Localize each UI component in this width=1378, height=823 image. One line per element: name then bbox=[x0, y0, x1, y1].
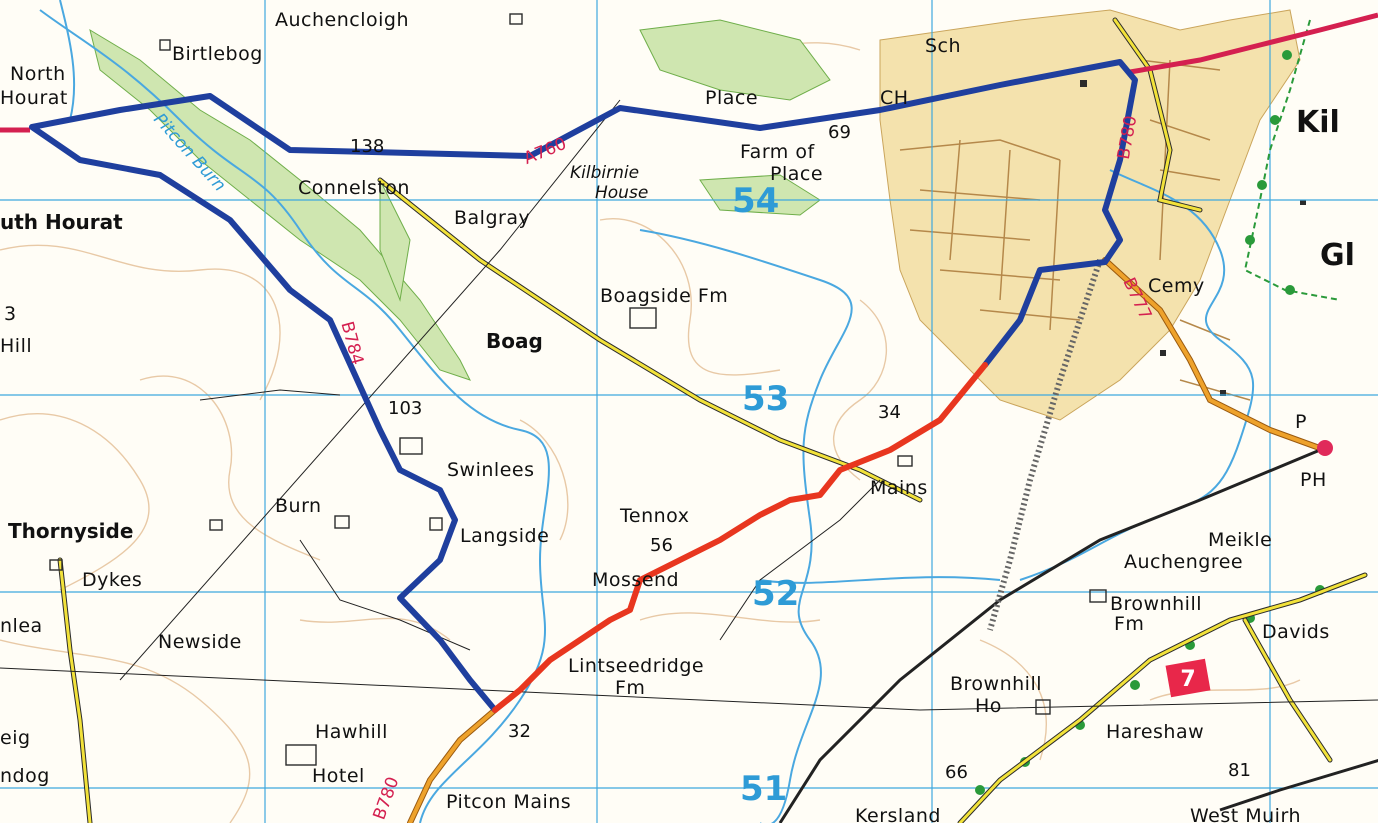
place-connelston: Connelston bbox=[298, 177, 410, 199]
place-balgray: Balgray bbox=[454, 207, 530, 229]
place-swinlees: Swinlees bbox=[447, 459, 534, 481]
place-south-hourat: uth Hourat bbox=[0, 210, 123, 234]
place-birtlebog: Birtlebog bbox=[172, 43, 263, 65]
place-north-hourat-1: North bbox=[10, 63, 66, 85]
place-boag: Boag bbox=[486, 329, 543, 353]
place-nlea: nlea bbox=[0, 615, 43, 637]
place-auchencloigh: Auchencloigh bbox=[275, 9, 409, 31]
spot-height-81: 81 bbox=[1228, 760, 1251, 781]
place-north-hourat-2: Hourat bbox=[0, 87, 68, 109]
place-lintseedridge-1: Lintseedridge bbox=[568, 655, 704, 677]
place-farm-of-place-1: Farm of bbox=[740, 141, 815, 163]
place-farm-of-place-2: Place bbox=[770, 163, 823, 185]
place-hill: Hill bbox=[0, 335, 32, 357]
place-ph: PH bbox=[1300, 469, 1327, 491]
place-meikle-2: Auchengree bbox=[1124, 551, 1243, 573]
place-west-muirh: West Muirh bbox=[1190, 805, 1301, 823]
place-brownhill-ho-2: Ho bbox=[975, 695, 1002, 717]
building-symbols bbox=[49, 13, 1107, 766]
railway bbox=[778, 259, 1378, 823]
place-kil: Kil bbox=[1296, 105, 1340, 140]
place-dykes: Dykes bbox=[82, 569, 142, 591]
place-sch: Sch bbox=[925, 35, 961, 57]
grid-number-53: 53 bbox=[742, 379, 789, 419]
route-badge-number: 7 bbox=[1180, 667, 1195, 692]
spot-heights: 138 69 103 34 56 32 66 81 bbox=[350, 122, 1251, 783]
grid-number-52: 52 bbox=[752, 574, 799, 614]
place-three: 3 bbox=[4, 303, 17, 325]
grid-number-54: 54 bbox=[732, 181, 779, 221]
place-gl: Gl bbox=[1320, 238, 1355, 273]
route-red bbox=[492, 362, 988, 713]
place-pitcon-mains: Pitcon Mains bbox=[446, 791, 571, 813]
place-thornyside: Thornyside bbox=[8, 519, 133, 543]
place-kilbirnie-house-1: Kilbirnie bbox=[570, 163, 639, 183]
place-newside: Newside bbox=[158, 631, 242, 653]
spot-height-66: 66 bbox=[945, 762, 968, 783]
place-langside: Langside bbox=[460, 525, 549, 547]
place-hotel: Hotel bbox=[312, 765, 365, 787]
a-road bbox=[0, 12, 1378, 133]
grid-number-51: 51 bbox=[740, 769, 787, 809]
place-burn: Burn bbox=[275, 495, 322, 517]
route-blue bbox=[29, 59, 1138, 713]
spot-height-32: 32 bbox=[508, 721, 531, 742]
b-roads-fill bbox=[408, 258, 1327, 823]
place-brownhill-fm-2: Fm bbox=[1114, 613, 1144, 635]
place-hareshaw: Hareshaw bbox=[1106, 721, 1204, 743]
place-cemy: Cemy bbox=[1148, 275, 1205, 297]
place-brownhill-fm-1: Brownhill bbox=[1110, 593, 1202, 615]
place-tennox: Tennox bbox=[619, 505, 689, 527]
spot-height-56: 56 bbox=[650, 535, 673, 556]
spot-height-34: 34 bbox=[878, 402, 901, 423]
place-kersland: Kersland bbox=[855, 805, 941, 823]
place-meikle-1: Meikle bbox=[1208, 529, 1272, 551]
place-ch: CH bbox=[880, 87, 909, 109]
route-badge: 7 bbox=[1165, 658, 1211, 698]
place-eig: eig bbox=[0, 727, 31, 749]
minor-roads-fill bbox=[58, 18, 1367, 823]
spot-height-69: 69 bbox=[828, 122, 851, 143]
junction-marker bbox=[1317, 440, 1333, 456]
place-davids: Davids bbox=[1262, 621, 1330, 643]
place-ndog: ndog bbox=[0, 765, 50, 787]
spot-height-138: 138 bbox=[350, 136, 384, 157]
place-mossend: Mossend bbox=[592, 569, 679, 591]
place-boagside-fm: Boagside Fm bbox=[600, 285, 728, 307]
grid-numbers: 54 53 52 51 bbox=[732, 181, 799, 809]
place-hawhill: Hawhill bbox=[315, 721, 388, 743]
spot-height-103: 103 bbox=[388, 398, 422, 419]
place-labels: Auchencloigh Birtlebog North Hourat uth … bbox=[0, 9, 1355, 823]
tracks bbox=[0, 99, 1378, 711]
place-mains: Mains bbox=[870, 477, 928, 499]
place-brownhill-ho-1: Brownhill bbox=[950, 673, 1042, 695]
place-kilbirnie-house-2: House bbox=[595, 183, 648, 203]
place-lintseedridge-2: Fm bbox=[615, 677, 645, 699]
place-place: Place bbox=[705, 87, 758, 109]
place-p: P bbox=[1295, 411, 1307, 433]
